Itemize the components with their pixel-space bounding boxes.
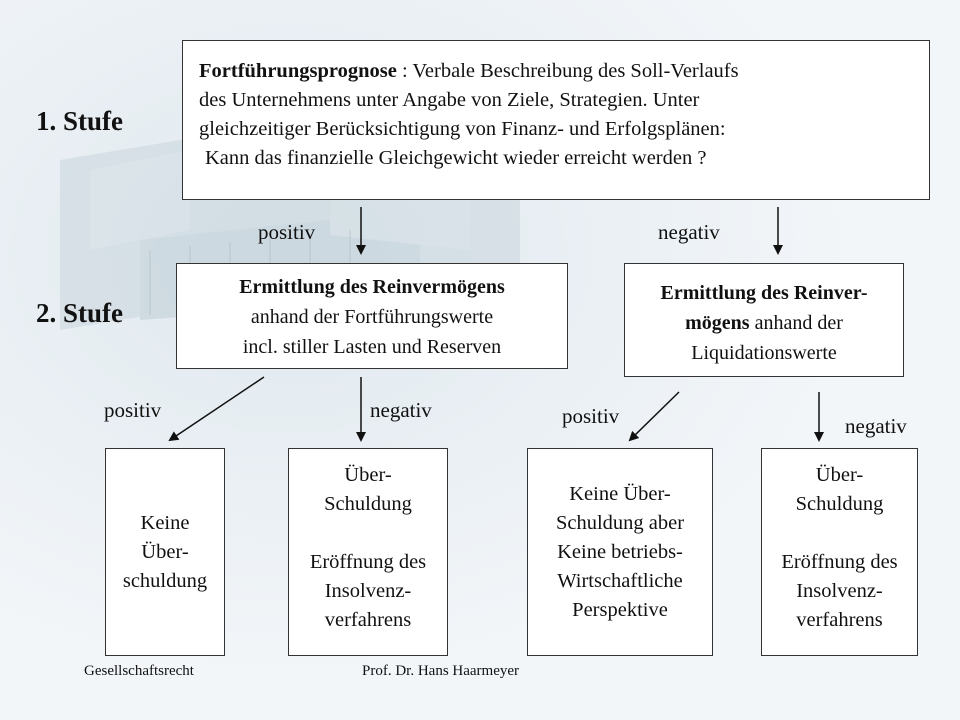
leaf3-line: Keine Über-	[569, 482, 671, 505]
label-negativ-top: negativ	[658, 220, 720, 244]
leaf4-line: Schuldung	[795, 493, 884, 515]
leaf2-line: Insolvenz-	[324, 580, 412, 602]
leaf3-line: Schuldung aber	[555, 511, 685, 534]
leaf2-line: verfahrens	[324, 609, 412, 631]
leaf3-line: Wirtschaftliche	[557, 569, 683, 592]
box2b-title-line-1: Ermittlung des Reinver-	[660, 282, 868, 304]
leaf1-line: Über-	[141, 540, 189, 563]
box1-line-3: gleichzeitiger Berücksichtigung von Fina…	[199, 118, 726, 140]
box2a-title: Ermittlung des Reinvermögens	[239, 276, 505, 298]
box2a-line-2: anhand der Fortführungswerte	[250, 306, 494, 328]
reinvermoegen-liquidation-box: Ermittlung des Reinver- mögens anhand de…	[624, 263, 904, 377]
footer-author: Prof. Dr. Hans Haarmeyer	[362, 663, 520, 679]
label-negativ-left: negativ	[370, 398, 432, 422]
box1-title: Fortführungsprognose	[199, 60, 397, 82]
label-positiv-left: positiv	[104, 398, 162, 422]
box1-line-2: des Unternehmens unter Angabe von Ziele,…	[199, 89, 700, 111]
fortfuehrungsprognose-box: Fortführungsprognose : Verbale Beschreib…	[182, 40, 930, 200]
keine-ueberschuldung-aber-box: Keine Über- Schuldung aber Keine betrieb…	[527, 448, 713, 656]
arrow-positiv-right	[628, 391, 680, 442]
box2b-title-line-2: mögens	[685, 312, 750, 334]
leaf2-line: Eröffnung des	[309, 551, 427, 573]
ueberschuldung-insolvenz-box-left: Über- Schuldung Eröffnung des Insolvenz-…	[288, 448, 448, 656]
box2b-line-2-rest: anhand der	[749, 312, 843, 334]
keine-ueberschuldung-box: Keine Über- schuldung	[105, 448, 225, 656]
leaf4-line: Über-	[815, 464, 864, 486]
box2b-line-3: Liquidationswerte	[691, 342, 837, 364]
box1-line-4: Kann das finanzielle Gleichgewicht wiede…	[205, 147, 707, 169]
leaf4-line: Eröffnung des	[781, 551, 898, 573]
leaf2-line: Über-	[344, 464, 392, 486]
arrow-positiv-left	[168, 376, 265, 442]
leaf4-line: verfahrens	[796, 609, 883, 631]
stage-1-label: 1. Stufe	[36, 106, 123, 136]
leaf4-line: Insolvenz-	[796, 580, 883, 602]
footer-course: Gesellschaftsrecht	[84, 663, 194, 679]
leaf3-line: Perspektive	[572, 598, 668, 621]
box2a-line-3: incl. stiller Lasten und Reserven	[242, 336, 502, 358]
label-negativ-right: negativ	[845, 414, 907, 438]
leaf1-line: Keine	[140, 511, 190, 534]
label-positiv-right: positiv	[562, 404, 620, 428]
ueberschuldung-insolvenz-box-right: Über- Schuldung Eröffnung des Insolvenz-…	[761, 448, 918, 656]
leaf2-line: Schuldung	[324, 493, 412, 515]
leaf3-line: Keine betriebs-	[557, 540, 683, 563]
reinvermoegen-fortfuehrung-box: Ermittlung des Reinvermögens anhand der …	[176, 263, 568, 369]
label-positiv-top: positiv	[258, 220, 316, 244]
stage-2-label: 2. Stufe	[36, 298, 123, 328]
leaf1-line: schuldung	[122, 569, 208, 592]
box1-line-1: : Verbale Beschreibung des Soll-Verlaufs	[396, 60, 739, 82]
